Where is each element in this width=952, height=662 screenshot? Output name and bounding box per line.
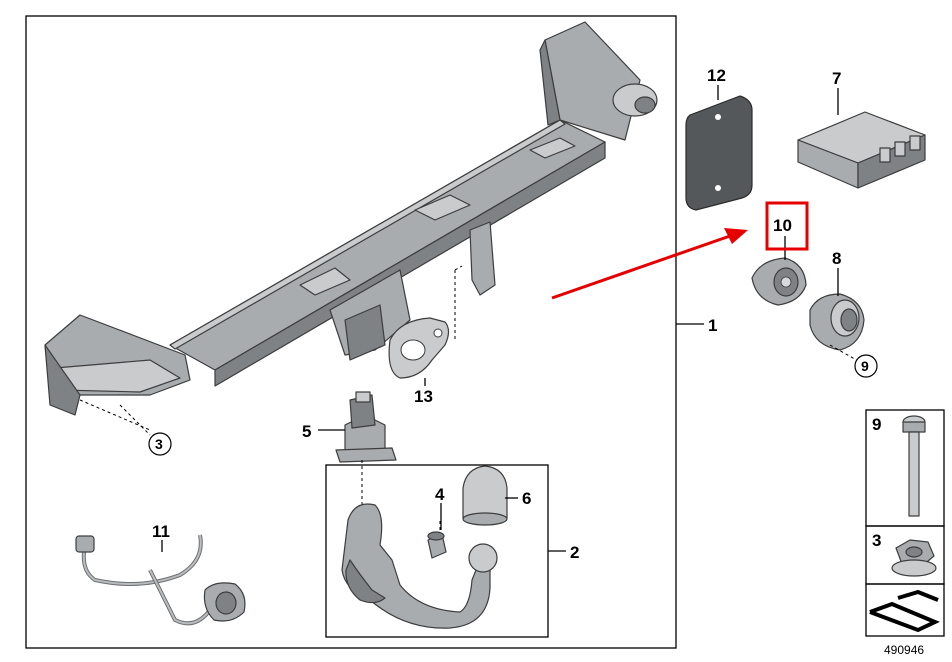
label-2: 2	[570, 543, 579, 562]
label-6: 6	[522, 489, 531, 508]
label-7: 7	[832, 69, 841, 88]
label-12: 12	[707, 66, 726, 85]
assembly-frame	[25, 15, 677, 649]
ref-circle-3	[148, 432, 172, 456]
bolt-4[interactable]	[427, 531, 447, 559]
nut-3-icon	[891, 539, 937, 577]
label-5: 5	[302, 422, 311, 441]
diagram-reference-number: 490946	[884, 643, 924, 657]
ball-socket-5[interactable]	[335, 391, 397, 463]
bolt-9-icon	[902, 415, 926, 517]
mounting-plate-13[interactable]	[388, 317, 450, 379]
label-10: 10	[773, 216, 792, 235]
label-9-circled: 9	[861, 358, 869, 374]
label-3-circled: 3	[155, 436, 163, 452]
diagram-overview-icon	[869, 589, 940, 633]
wiring-harness-11[interactable]	[75, 534, 246, 626]
socket-10[interactable]	[751, 257, 807, 306]
cap-6[interactable]	[462, 465, 508, 526]
ref-circle-9	[854, 354, 878, 378]
label-8: 8	[832, 249, 841, 268]
tow-bar-crossmember[interactable]	[44, 21, 658, 416]
detachable-ball-neck-2[interactable]	[341, 503, 498, 629]
highlight-arrow	[551, 228, 748, 300]
label-11: 11	[152, 522, 170, 541]
highlight-box-10	[765, 201, 809, 251]
gasket-12[interactable]	[685, 95, 753, 211]
legend-label-3: 3	[872, 531, 881, 550]
socket-cover-8[interactable]	[809, 293, 865, 351]
label-4: 4	[435, 485, 445, 504]
label-1: 1	[708, 316, 717, 335]
legend-label-9: 9	[872, 415, 881, 434]
label-13: 13	[414, 387, 433, 406]
control-module-7[interactable]	[797, 111, 926, 189]
fastener-legend	[865, 409, 945, 637]
